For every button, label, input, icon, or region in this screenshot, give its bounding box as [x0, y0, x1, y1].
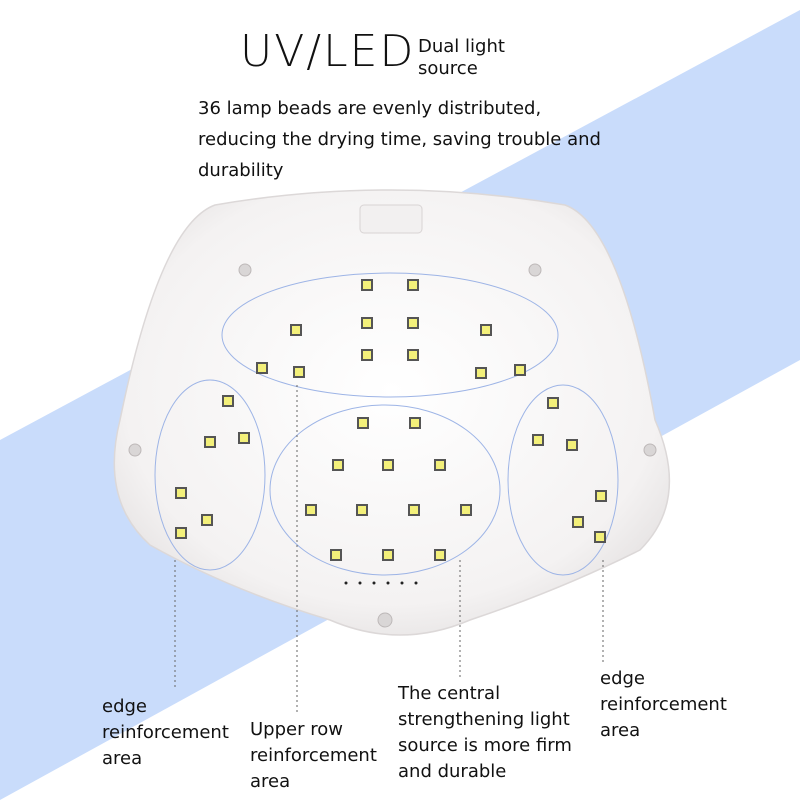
led-bead-core — [462, 506, 470, 514]
zone-center — [269, 404, 501, 576]
led-bead-core — [477, 369, 485, 377]
screw-hole — [377, 612, 393, 628]
led-bead-core — [203, 516, 211, 524]
led-bead-core — [363, 319, 371, 327]
led-bead-core — [363, 281, 371, 289]
led-beads — [175, 279, 607, 561]
led-bead-core — [258, 364, 266, 372]
top-notch — [359, 204, 423, 234]
intro-text: 36 lamp beads are evenly distributed, re… — [198, 98, 601, 181]
led-bead-core — [597, 492, 605, 500]
led-bead-core — [549, 399, 557, 407]
led-bead-core — [240, 434, 248, 442]
led-bead-core — [436, 461, 444, 469]
led-bead-core — [384, 551, 392, 559]
led-bead-core — [516, 366, 524, 374]
zone-upper — [221, 272, 559, 398]
lamp-body — [113, 189, 671, 636]
led-bead-core — [292, 326, 300, 334]
led-bead-core — [436, 551, 444, 559]
led-bead-core — [363, 351, 371, 359]
callout-right-edge: edge reinforcement area — [600, 668, 727, 741]
led-bead-core — [206, 438, 214, 446]
led-bead-core — [482, 326, 490, 334]
led-bead-core — [359, 419, 367, 427]
headline-main: UV/LED — [240, 26, 416, 77]
led-bead-core — [534, 436, 542, 444]
callout-upper-row: Upper row reinforcement area — [250, 719, 377, 792]
led-bead-core — [574, 518, 582, 526]
led-bead-core — [411, 419, 419, 427]
led-bead-core — [358, 506, 366, 514]
led-bead-core — [332, 551, 340, 559]
led-bead-core — [177, 529, 185, 537]
led-bead-core — [410, 506, 418, 514]
callout-central: The central strengthening light source i… — [398, 683, 572, 782]
led-bead-core — [409, 319, 417, 327]
led-bead-core — [568, 441, 576, 449]
led-bead-core — [307, 506, 315, 514]
led-bead-core — [384, 461, 392, 469]
led-bead-core — [596, 533, 604, 541]
screw-hole — [128, 443, 142, 457]
screw-hole — [238, 263, 252, 277]
led-bead-core — [224, 397, 232, 405]
led-bead-core — [334, 461, 342, 469]
led-bead-core — [409, 281, 417, 289]
screw-hole — [643, 443, 657, 457]
led-bead-core — [409, 351, 417, 359]
led-bead-core — [177, 489, 185, 497]
callout-left-edge: edge reinforcement area — [102, 696, 229, 769]
zone-left — [154, 379, 266, 571]
headline-sub: Dual light source — [418, 36, 505, 79]
led-bead-core — [295, 368, 303, 376]
zone-right — [507, 384, 619, 576]
screw-hole — [528, 263, 542, 277]
